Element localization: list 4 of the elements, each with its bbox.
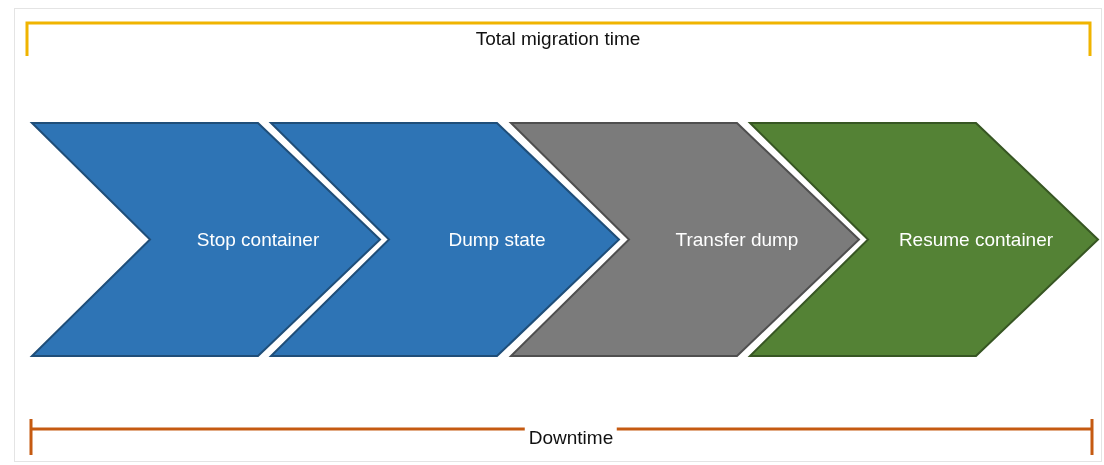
step-label: Transfer dump [674,228,800,251]
step-label: Dump state [447,228,547,251]
step-label: Stop container [195,228,321,251]
step-label: Resume container [897,228,1055,251]
